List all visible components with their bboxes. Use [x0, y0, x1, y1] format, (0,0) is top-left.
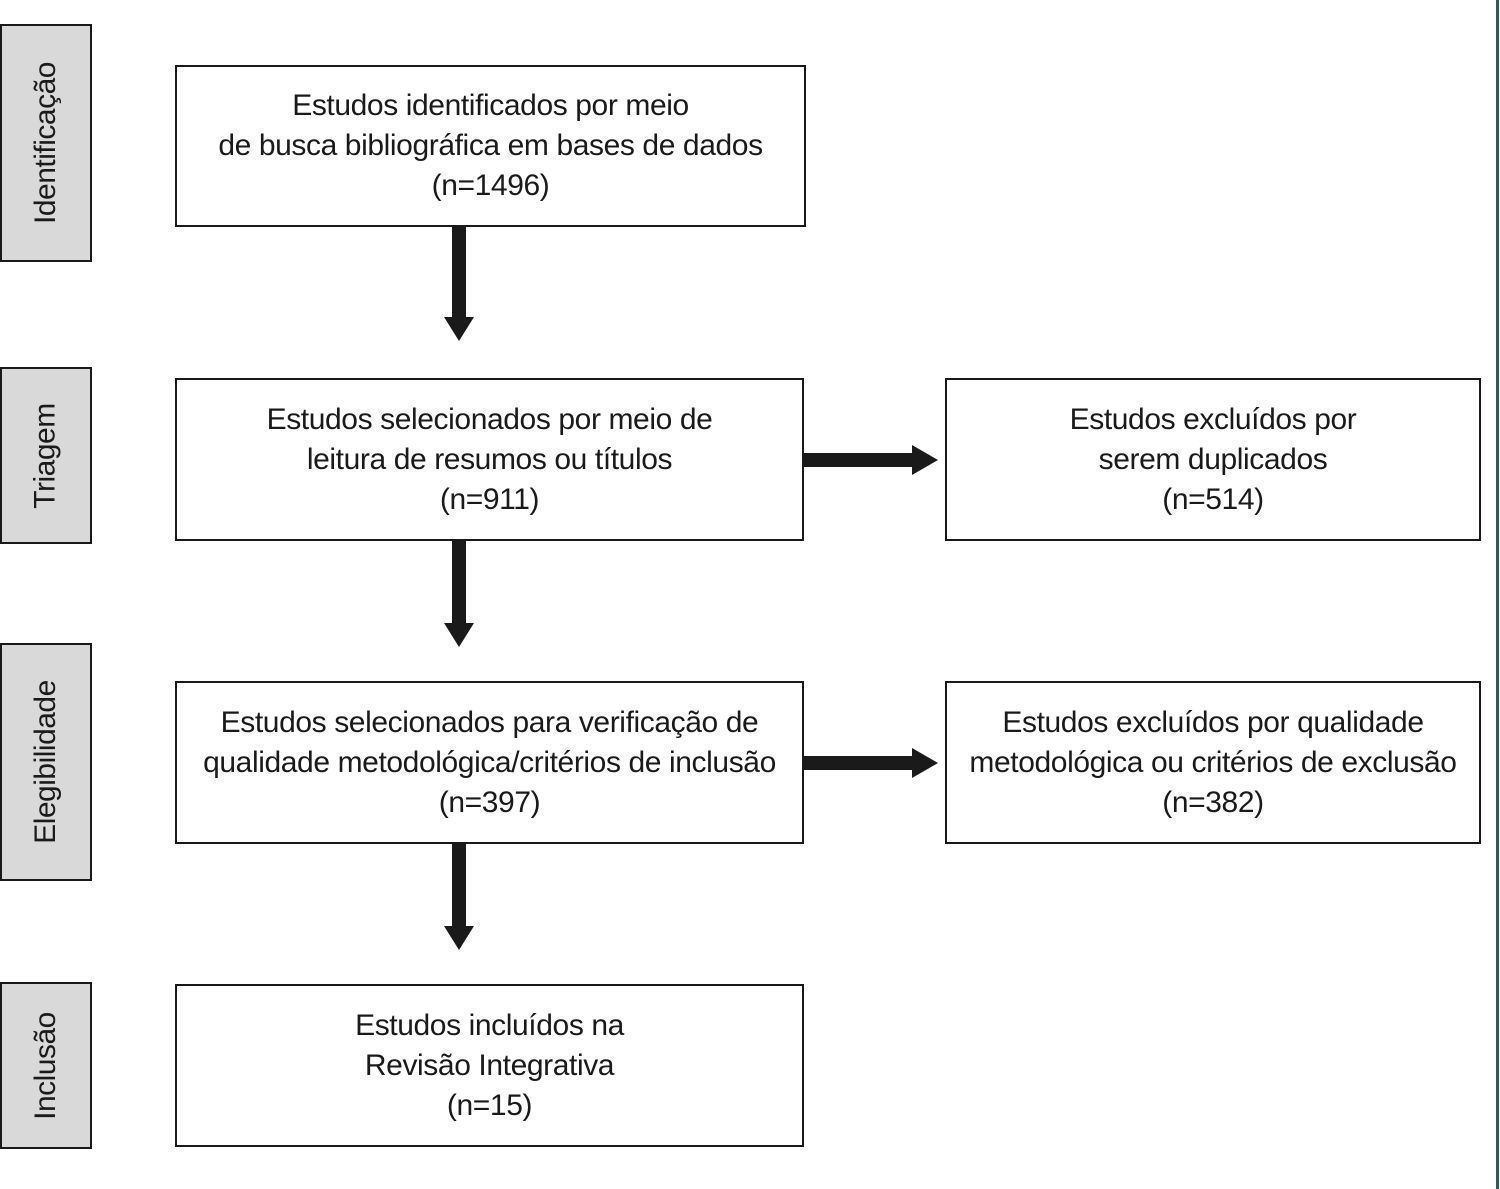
box-excluded-quality-line-1: Estudos excluídos por qualidade	[1002, 705, 1424, 739]
stage-label-inclusao: Inclusão	[29, 1011, 62, 1120]
box-included-line-2: Revisão Integrativa	[364, 1048, 615, 1082]
arrow-down-eligibility-to-included	[444, 844, 474, 950]
box-screened-line-2: leitura de resumos ou títulos	[306, 442, 673, 476]
arrow-down-screened-to-eligibility	[444, 541, 474, 647]
box-excluded-quality-line-2: metodológica ou critérios de exclusão	[969, 745, 1457, 779]
box-included-line-1: Estudos incluídos na	[355, 1008, 624, 1042]
box-identified-count: (n=1496)	[431, 169, 550, 202]
box-excluded-duplicates-line-2: serem duplicados	[1098, 442, 1328, 476]
stage-label-triagem: Triagem	[29, 402, 63, 509]
stage-triagem: Triagem	[0, 367, 92, 544]
box-eligibility-line-1: Estudos selecionados para verificação de	[220, 705, 759, 739]
box-identified-line-1: Estudos identificados por meio	[292, 89, 689, 122]
box-eligibility-line-2: qualidade metodológica/critérios de incl…	[203, 745, 776, 779]
box-excluded-duplicates: Estudos excluídos por serem duplicados (…	[945, 378, 1481, 541]
box-identified: Estudos identificados por meio de busca …	[175, 65, 806, 227]
box-identified-line-2: de busca bibliográfica em bases de dados	[218, 129, 763, 162]
box-excluded-duplicates-line-1: Estudos excluídos por	[1069, 402, 1357, 436]
box-eligibility-count: (n=397)	[438, 785, 541, 819]
stage-inclusao: Inclusão	[0, 982, 92, 1149]
box-included-count: (n=15)	[446, 1088, 533, 1122]
stage-label-identificacao: Identificação	[29, 62, 63, 224]
stage-identificacao: Identificação	[0, 24, 92, 262]
box-screened-line-1: Estudos selecionados por meio de	[266, 402, 713, 436]
arrow-down-identified-to-screened	[444, 227, 474, 341]
box-screened-count: (n=911)	[439, 482, 540, 516]
arrow-right-screened-to-excluded-duplicates	[804, 445, 938, 475]
box-screened: Estudos selecionados por meio de leitura…	[175, 378, 804, 541]
stage-elegibilidade: Elegibilidade	[0, 643, 92, 881]
stage-label-elegibilidade: Elegibilidade	[29, 680, 63, 844]
box-eligibility: Estudos selecionados para verificação de…	[175, 681, 804, 844]
box-excluded-duplicates-count: (n=514)	[1162, 482, 1264, 516]
box-excluded-quality-count: (n=382)	[1162, 785, 1264, 819]
box-excluded-quality: Estudos excluídos por qualidade metodoló…	[945, 681, 1481, 844]
box-included: Estudos incluídos na Revisão Integrativa…	[175, 984, 804, 1147]
right-edge-rule	[1496, 0, 1499, 1189]
arrow-right-eligibility-to-excluded-quality	[804, 748, 938, 778]
